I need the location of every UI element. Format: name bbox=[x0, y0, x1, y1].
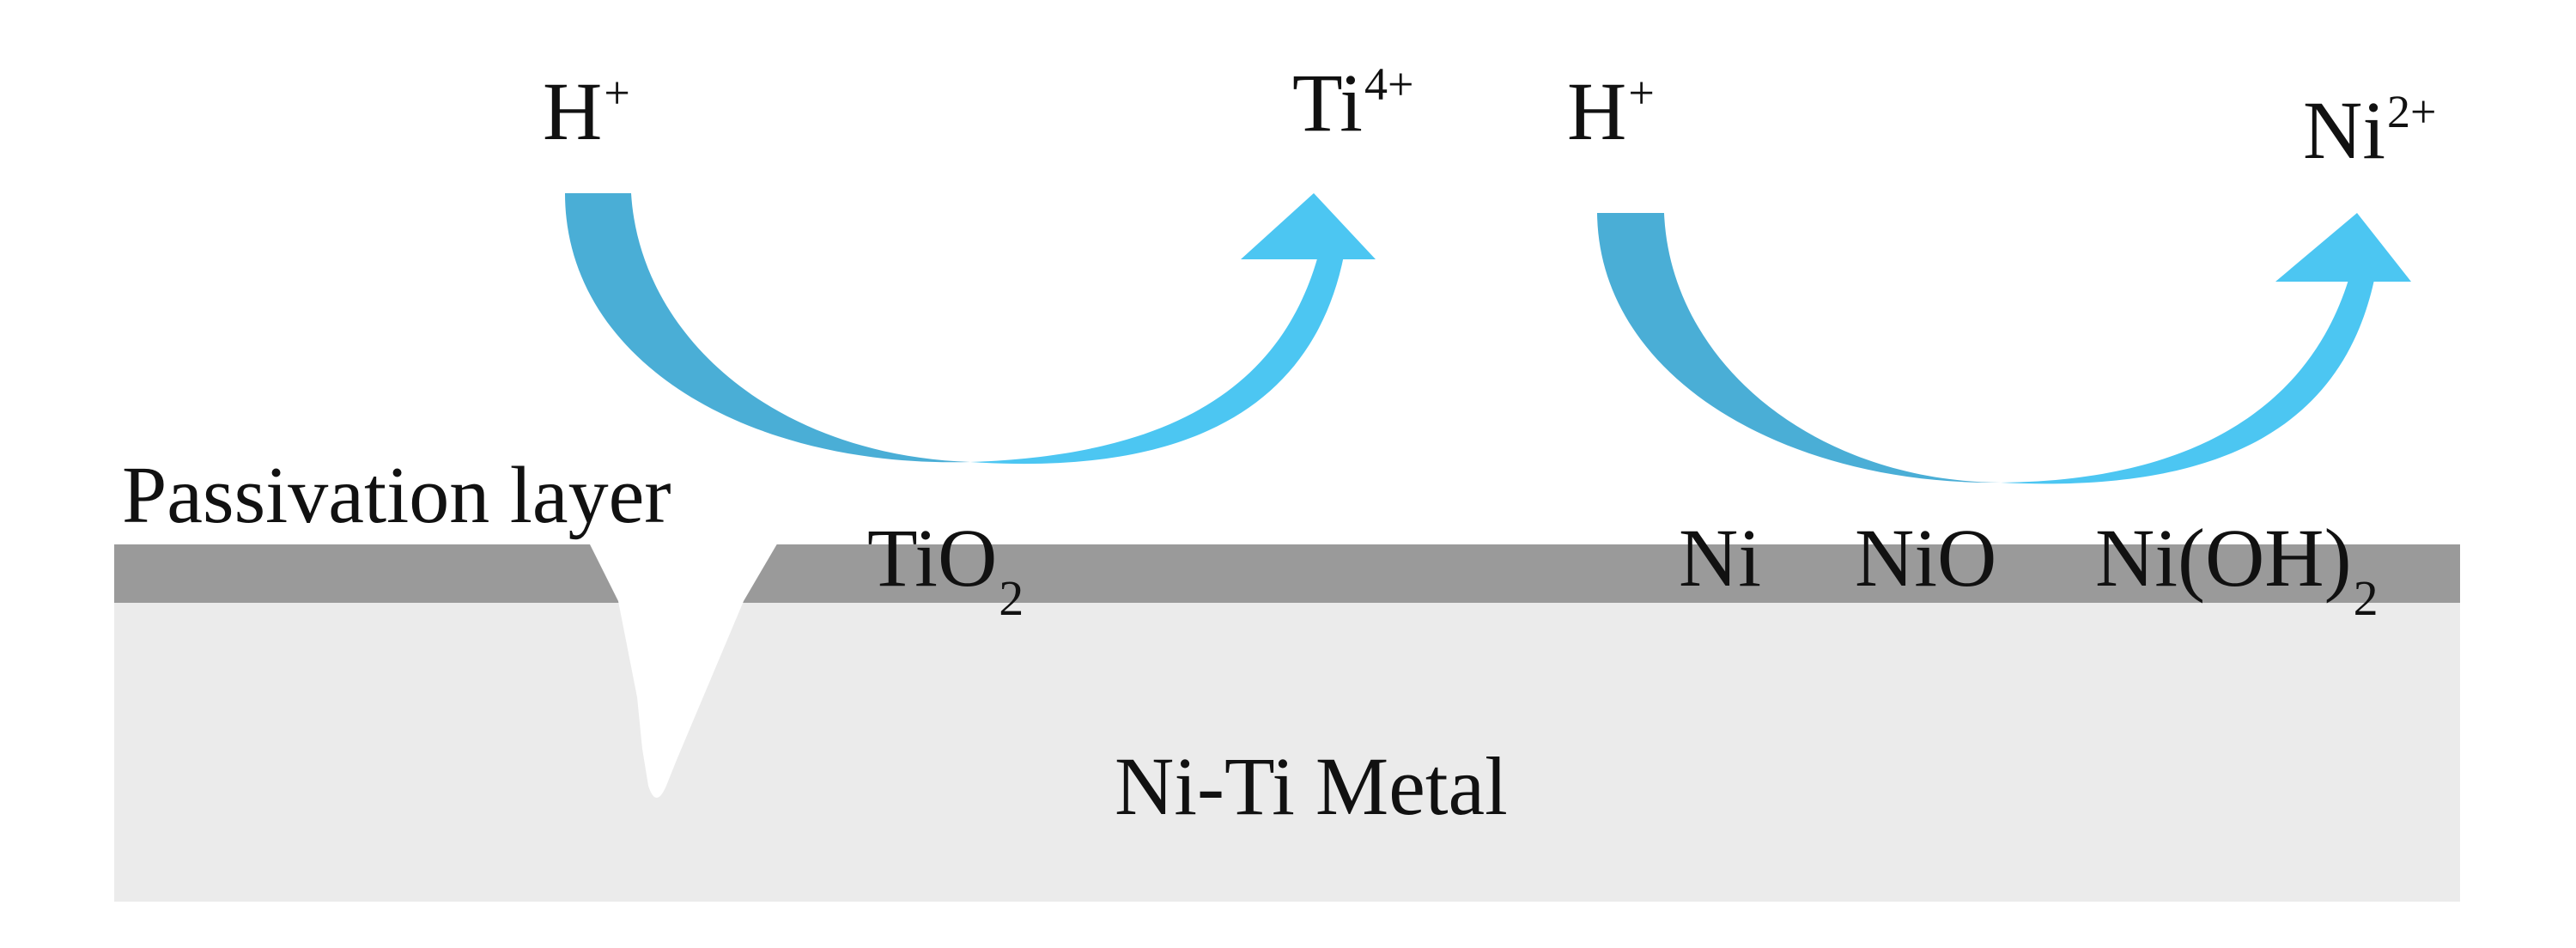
passivation-layer-band bbox=[114, 544, 2460, 603]
arrow-body-right-dark bbox=[1597, 213, 2001, 483]
label-ti-ion: Ti4+ bbox=[1292, 57, 1414, 149]
corrosion-pit bbox=[588, 541, 779, 798]
label-passivation-layer: Passivation layer bbox=[122, 451, 671, 540]
label-h-plus-left: H+ bbox=[543, 65, 630, 157]
arrow-body-right-light bbox=[2001, 280, 2374, 484]
label-nioh2: Ni(OH)2 bbox=[2095, 512, 2379, 626]
arrow-body-left-light bbox=[970, 256, 1344, 465]
metal-substrate bbox=[114, 601, 2460, 902]
label-h-plus-right: H+ bbox=[1567, 65, 1655, 157]
arrow-head-right bbox=[2275, 213, 2411, 282]
arrow-h-to-ti bbox=[565, 193, 1376, 465]
arrow-body-left-dark bbox=[565, 193, 970, 463]
label-tio2: TiO2 bbox=[867, 512, 1024, 626]
label-ni-ion: Ni2+ bbox=[2303, 84, 2437, 176]
label-ni: Ni bbox=[1679, 512, 1761, 604]
label-metal: Ni-Ti Metal bbox=[1115, 740, 1508, 832]
arrow-h-to-ni bbox=[1597, 213, 2411, 484]
arrow-head-left bbox=[1241, 193, 1376, 259]
label-nio: NiO bbox=[1855, 512, 1997, 604]
